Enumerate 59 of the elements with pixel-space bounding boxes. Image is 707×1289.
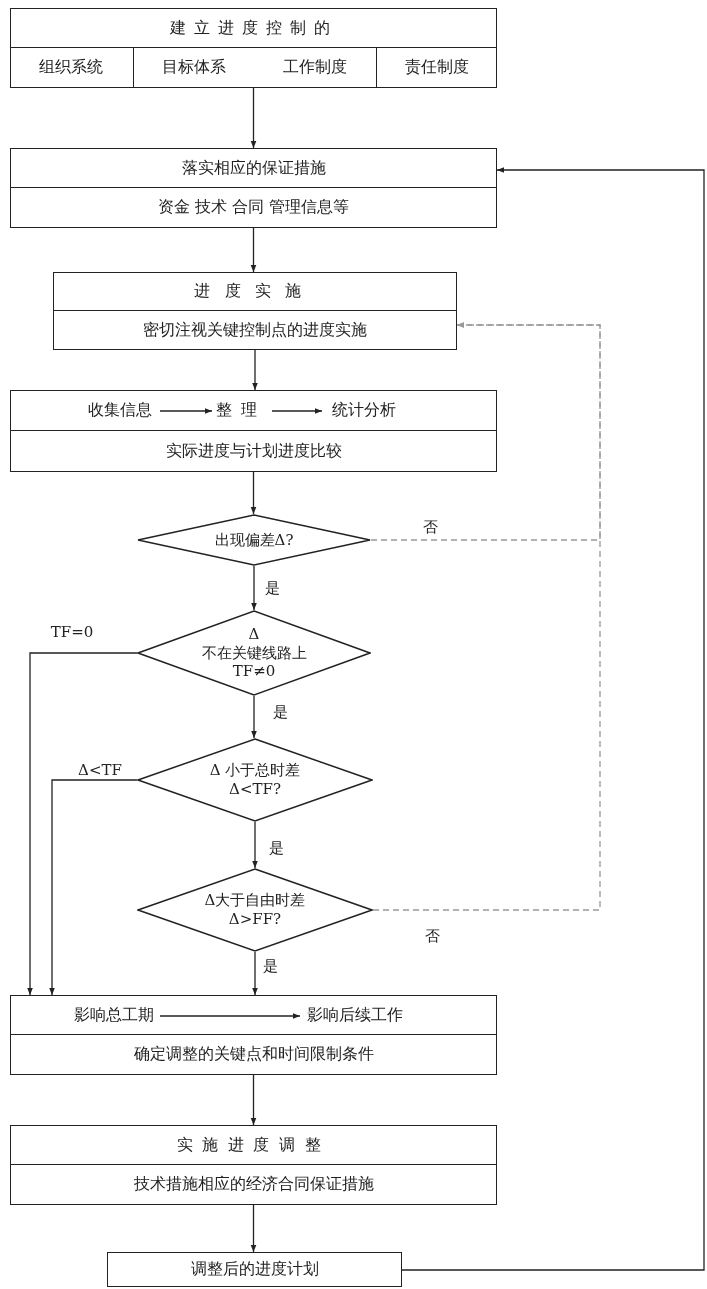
- process-box: [10, 148, 497, 228]
- arrow: [252, 951, 258, 996]
- body-text: 确定调整的关键点和时间限制条件: [133, 1044, 374, 1065]
- process-box: [107, 1252, 402, 1287]
- arrow: [49, 779, 138, 996]
- step-text: 收集信息: [79, 394, 160, 427]
- edge-label: 是: [266, 838, 286, 858]
- heading-text: 进度实施: [194, 281, 316, 302]
- edge-label: 是: [262, 578, 282, 598]
- cell-text: 责任制度: [404, 57, 469, 78]
- step-text: 影响后续工作: [299, 999, 410, 1032]
- arrow: [250, 227, 257, 273]
- heading-text: 落实相应的保证措施: [181, 157, 326, 179]
- step-text: 整理: [211, 394, 272, 427]
- arrow: [271, 408, 323, 414]
- body-text: 实际进度与计划进度比较: [165, 440, 342, 462]
- arrow: [252, 349, 258, 391]
- step-text: 统计分析: [321, 394, 406, 427]
- decision-diamond: [137, 868, 373, 952]
- arrow: [251, 695, 257, 739]
- heading-text: 实施进度调整: [176, 1134, 331, 1156]
- cell-text: 组织系统: [39, 57, 103, 78]
- body-text: 资金 技术 合同 管理信息等: [157, 197, 350, 218]
- body-text: 技术措施相应的经济合同保证措施: [133, 1174, 374, 1195]
- arrow: [372, 322, 601, 911]
- edge-label: 是: [270, 702, 290, 722]
- arrow: [251, 565, 257, 611]
- diamond-text: Δ 小于总时差 Δ<TF?: [208, 761, 302, 799]
- decision-diamond: [137, 738, 373, 822]
- arrow: [159, 1013, 301, 1019]
- body-text: 调整后的进度计划: [190, 1259, 319, 1280]
- step-text: 影响总工期: [67, 999, 160, 1032]
- decision-diamond: [137, 514, 371, 566]
- arrow: [27, 652, 138, 996]
- diamond-text: Δ 不在关键线路上 TF≠0: [202, 624, 306, 682]
- table-cell: [132, 47, 377, 88]
- heading-text: 建立进度控制的: [169, 17, 338, 39]
- edge-label: 否: [422, 926, 442, 946]
- decision-diamond: [137, 610, 371, 696]
- arrow: [250, 87, 257, 149]
- arrow: [159, 408, 213, 414]
- edge-label: 是: [260, 956, 280, 976]
- edge-label: 否: [420, 517, 440, 537]
- process-box: [10, 995, 497, 1075]
- process-box: [10, 390, 497, 472]
- diamond-text: Δ大于自由时差 Δ>FF?: [203, 891, 307, 929]
- body-text: 密切注视关键控制点的进度实施: [143, 319, 367, 341]
- process-box: [10, 1125, 497, 1205]
- arrow: [250, 1074, 257, 1126]
- cell-text: 目标体系: [162, 57, 226, 78]
- process-box: [53, 272, 457, 350]
- arrow: [250, 1204, 257, 1253]
- arrow: [250, 471, 257, 515]
- arrow: [401, 167, 705, 1271]
- header-table: [10, 8, 497, 88]
- cell-text: 工作制度: [283, 57, 347, 78]
- diamond-text: 出现偏差Δ?: [213, 530, 295, 550]
- arrow: [252, 821, 258, 869]
- arrow: [370, 322, 601, 541]
